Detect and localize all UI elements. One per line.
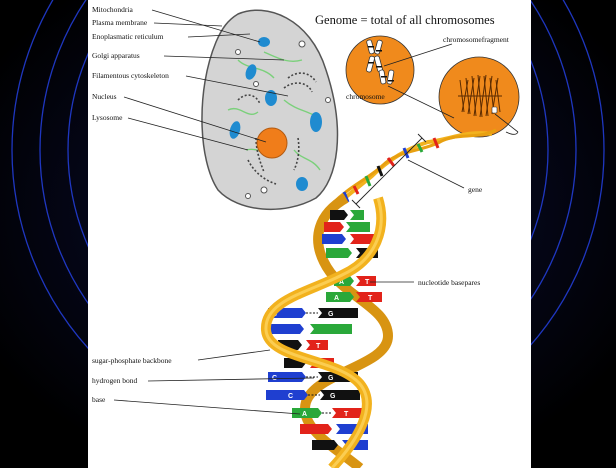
label-sugar-phosphate-backbone: sugar-phosphate backbone [92, 356, 172, 365]
cell-membrane [202, 10, 337, 209]
base-letter-c: C [288, 393, 293, 400]
label-nucleotide-basepairs: nucleotide basepares [418, 278, 480, 287]
base-letter-t: T [316, 343, 321, 350]
base-letter-a: A [334, 295, 339, 302]
label-golgi: Golgi apparatus [92, 51, 140, 60]
label-hydrogen-bond: hydrogen bond [92, 376, 137, 385]
base-letter-t: T [344, 411, 349, 418]
base-letter-g: G [328, 311, 334, 318]
base-pair-row [322, 234, 374, 244]
diagram-panel: Mitochondria Plasma membrane Enoplasmati… [88, 0, 531, 468]
label-gene: gene [468, 185, 483, 194]
base-pair-row [324, 222, 370, 232]
label-nucleus: Nucleus [92, 92, 117, 101]
base-letter-t: T [368, 295, 373, 302]
base-letter-g: G [330, 393, 336, 400]
label-base: base [92, 395, 106, 404]
label-mitochondria: Mitochondria [92, 5, 133, 14]
base-letter-t: T [365, 279, 370, 286]
chromosome-fragment-circle [439, 57, 519, 137]
base-pair-row [330, 210, 364, 220]
diagram-title: Genome = total of all chromosomes [315, 13, 495, 27]
base-pair-row: A T [292, 408, 364, 418]
label-cytoskeleton: Filamentous cytoskeleton [92, 71, 169, 80]
base-letter-a: A [302, 411, 307, 418]
label-chromosome-fragment: chromosomefragment [443, 35, 510, 44]
base-pair-row [266, 324, 352, 334]
label-lysosome: Lysosome [92, 113, 123, 122]
label-er: Enoplasmatic reticulum [92, 32, 164, 41]
gene-bracket [352, 134, 464, 208]
base-letter-g: G [328, 375, 334, 382]
nucleus [257, 128, 287, 158]
label-plasma-membrane: Plasma membrane [92, 18, 148, 27]
dna-small-strand [332, 130, 496, 206]
cell-labels: Mitochondria Plasma membrane Enoplasmati… [92, 5, 169, 122]
cell-illustration [202, 10, 337, 209]
label-chromosome: chromosome [346, 92, 385, 101]
